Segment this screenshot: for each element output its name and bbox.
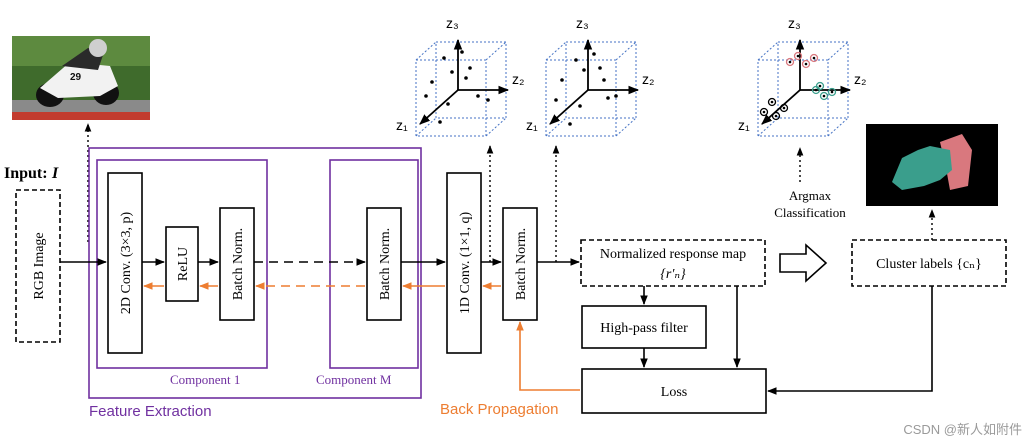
response-map-box: Normalized response map {r′ₙ}	[580, 239, 766, 287]
cube-3-z1: z₁	[738, 117, 750, 133]
svg-text:29: 29	[70, 72, 82, 83]
cube-2-z2: z₂	[642, 71, 654, 87]
rgb-image-box: RGB Image	[15, 189, 61, 343]
bn-component-1-label: Batch Norm.	[231, 228, 246, 300]
conv2d-label: 2D Conv. (3×3, p)	[119, 212, 134, 315]
argmax-line2: Classification	[774, 205, 846, 220]
component-1-frame	[96, 159, 268, 369]
cube-1-z1: z₁	[396, 117, 408, 133]
cluster-labels-box: Cluster labels {cₙ}	[851, 239, 1007, 287]
input-photo: 29	[12, 36, 150, 120]
feature-space-cube-1: z₃ z₂ z₁	[396, 15, 524, 137]
high-pass-filter-box: High-pass filter	[581, 305, 707, 349]
cube-3-z3: z₃	[788, 15, 801, 31]
argmax-line1: Argmax	[789, 188, 832, 203]
cube-1-z3: z₃	[446, 15, 459, 31]
conv1d-label: 1D Conv. (1×1, q)	[458, 212, 473, 315]
back-propagation-label: Back Propagation	[440, 401, 558, 418]
cube-1-z2: z₂	[512, 71, 524, 87]
cube-2-z1: z₁	[526, 117, 538, 133]
relu-label: ReLU	[176, 247, 191, 281]
cube-2-z3: z₃	[576, 15, 589, 31]
relu-box	[165, 226, 199, 302]
feature-extraction-frame	[88, 147, 422, 399]
feature-extraction-title: Feature Extraction	[89, 403, 212, 420]
bn-output-box	[502, 207, 538, 321]
high-pass-filter-label: High-pass filter	[600, 321, 688, 336]
cluster-labels-label: Cluster labels {cₙ}	[876, 257, 982, 272]
watermark: CSDN @新人如附件	[903, 422, 1022, 437]
component-1-title: Component 1	[170, 372, 240, 387]
rgb-image-label: RGB Image	[32, 232, 47, 299]
input-symbol: I	[51, 165, 59, 182]
response-map-line1: Normalized response map	[600, 247, 746, 262]
loss-label: Loss	[661, 385, 687, 400]
hollow-arrow	[779, 243, 828, 283]
bn-output-label: Batch Norm.	[514, 228, 529, 300]
segmentation-output	[866, 124, 998, 206]
loss-box: Loss	[581, 368, 767, 414]
loss-arrows	[640, 286, 933, 395]
response-map-line2: {r′ₙ}	[660, 267, 686, 282]
feature-space-cube-2: z₃ z₂ z₁	[526, 15, 654, 137]
input-label: Input:	[4, 165, 48, 182]
bn-component-1-box	[219, 207, 255, 321]
backward-arrows	[143, 282, 580, 391]
conv2d-box	[107, 172, 143, 354]
component-m-title: Component M	[316, 372, 392, 387]
bn-component-m-label: Batch Norm.	[378, 228, 393, 300]
conv1d-box	[446, 172, 482, 354]
feature-space-cube-3: z₃ z₂ z₁	[738, 15, 866, 137]
component-m-frame	[329, 159, 419, 369]
cube-3-z2: z₂	[854, 71, 866, 87]
bn-component-m-box	[366, 207, 402, 321]
